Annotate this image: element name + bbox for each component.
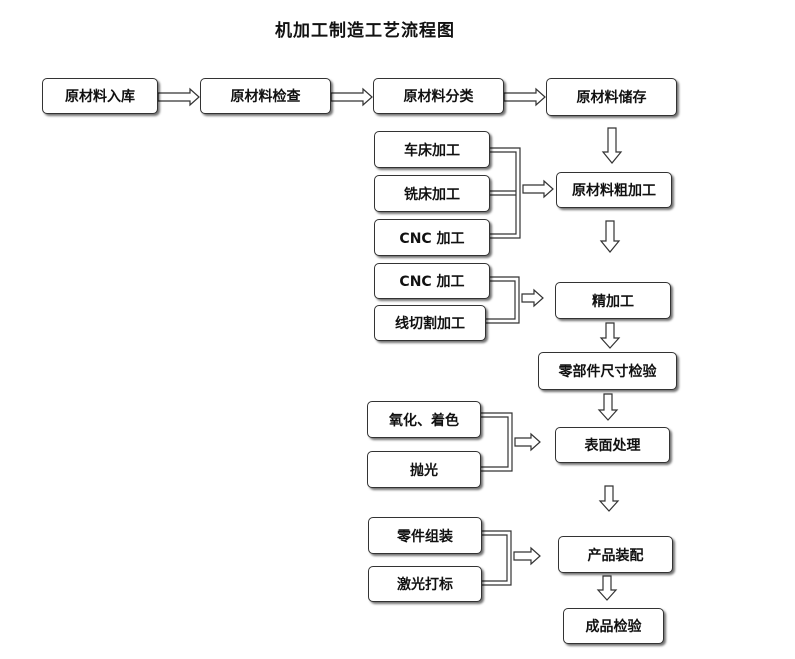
node-cnc-machining-2: CNC 加工: [374, 263, 490, 299]
node-polishing: 抛光: [367, 451, 481, 488]
arrow-productasm-to-finalcheck: [596, 575, 618, 601]
arrow-group2-to-finish: [521, 288, 544, 308]
node-finish-machining: 精加工: [555, 282, 671, 319]
node-raw-material-inbound: 原材料入库: [42, 78, 158, 114]
arrow-surface-to-productasm: [598, 485, 620, 512]
node-part-assembly: 零件组装: [368, 517, 482, 554]
arrow-store-to-rough: [601, 127, 623, 164]
bracket-surface-group: [481, 412, 513, 472]
bracket-productasm-group: [482, 530, 512, 586]
bracket-finish-group: [486, 276, 520, 324]
node-cnc-machining-1: CNC 加工: [374, 219, 490, 256]
node-lathe-machining: 车床加工: [374, 131, 490, 168]
node-raw-material-storage: 原材料储存: [546, 78, 677, 116]
node-wire-cutting: 线切割加工: [374, 305, 486, 341]
node-dimension-inspection: 零部件尺寸检验: [538, 352, 677, 390]
arrow-rough-to-finish: [599, 220, 621, 253]
arrow-group3-to-surface: [514, 432, 541, 452]
node-rough-machining: 原材料粗加工: [556, 172, 672, 208]
diagram-title: 机加工制造工艺流程图: [275, 21, 455, 41]
node-surface-treatment: 表面处理: [555, 427, 670, 463]
node-milling-machining: 铣床加工: [374, 175, 490, 212]
node-final-inspection: 成品检验: [563, 608, 664, 644]
node-product-assembly: 产品装配: [558, 536, 673, 573]
arrow-group4-to-productasm: [513, 546, 541, 566]
node-raw-material-sorting: 原材料分类: [373, 78, 504, 114]
node-raw-material-inspection: 原材料检查: [200, 78, 331, 114]
node-oxidation-coloring: 氧化、着色: [367, 401, 481, 438]
bracket-rough-group: [490, 147, 521, 239]
arrow-sort-to-store: [503, 87, 546, 107]
arrow-finish-to-dimcheck: [599, 322, 621, 349]
arrow-group1-to-rough: [522, 179, 554, 199]
node-laser-marking: 激光打标: [368, 566, 482, 602]
arrow-dimcheck-to-surface: [597, 393, 619, 421]
arrow-raw-in-to-check: [157, 87, 200, 107]
arrow-check-to-sort: [330, 87, 373, 107]
